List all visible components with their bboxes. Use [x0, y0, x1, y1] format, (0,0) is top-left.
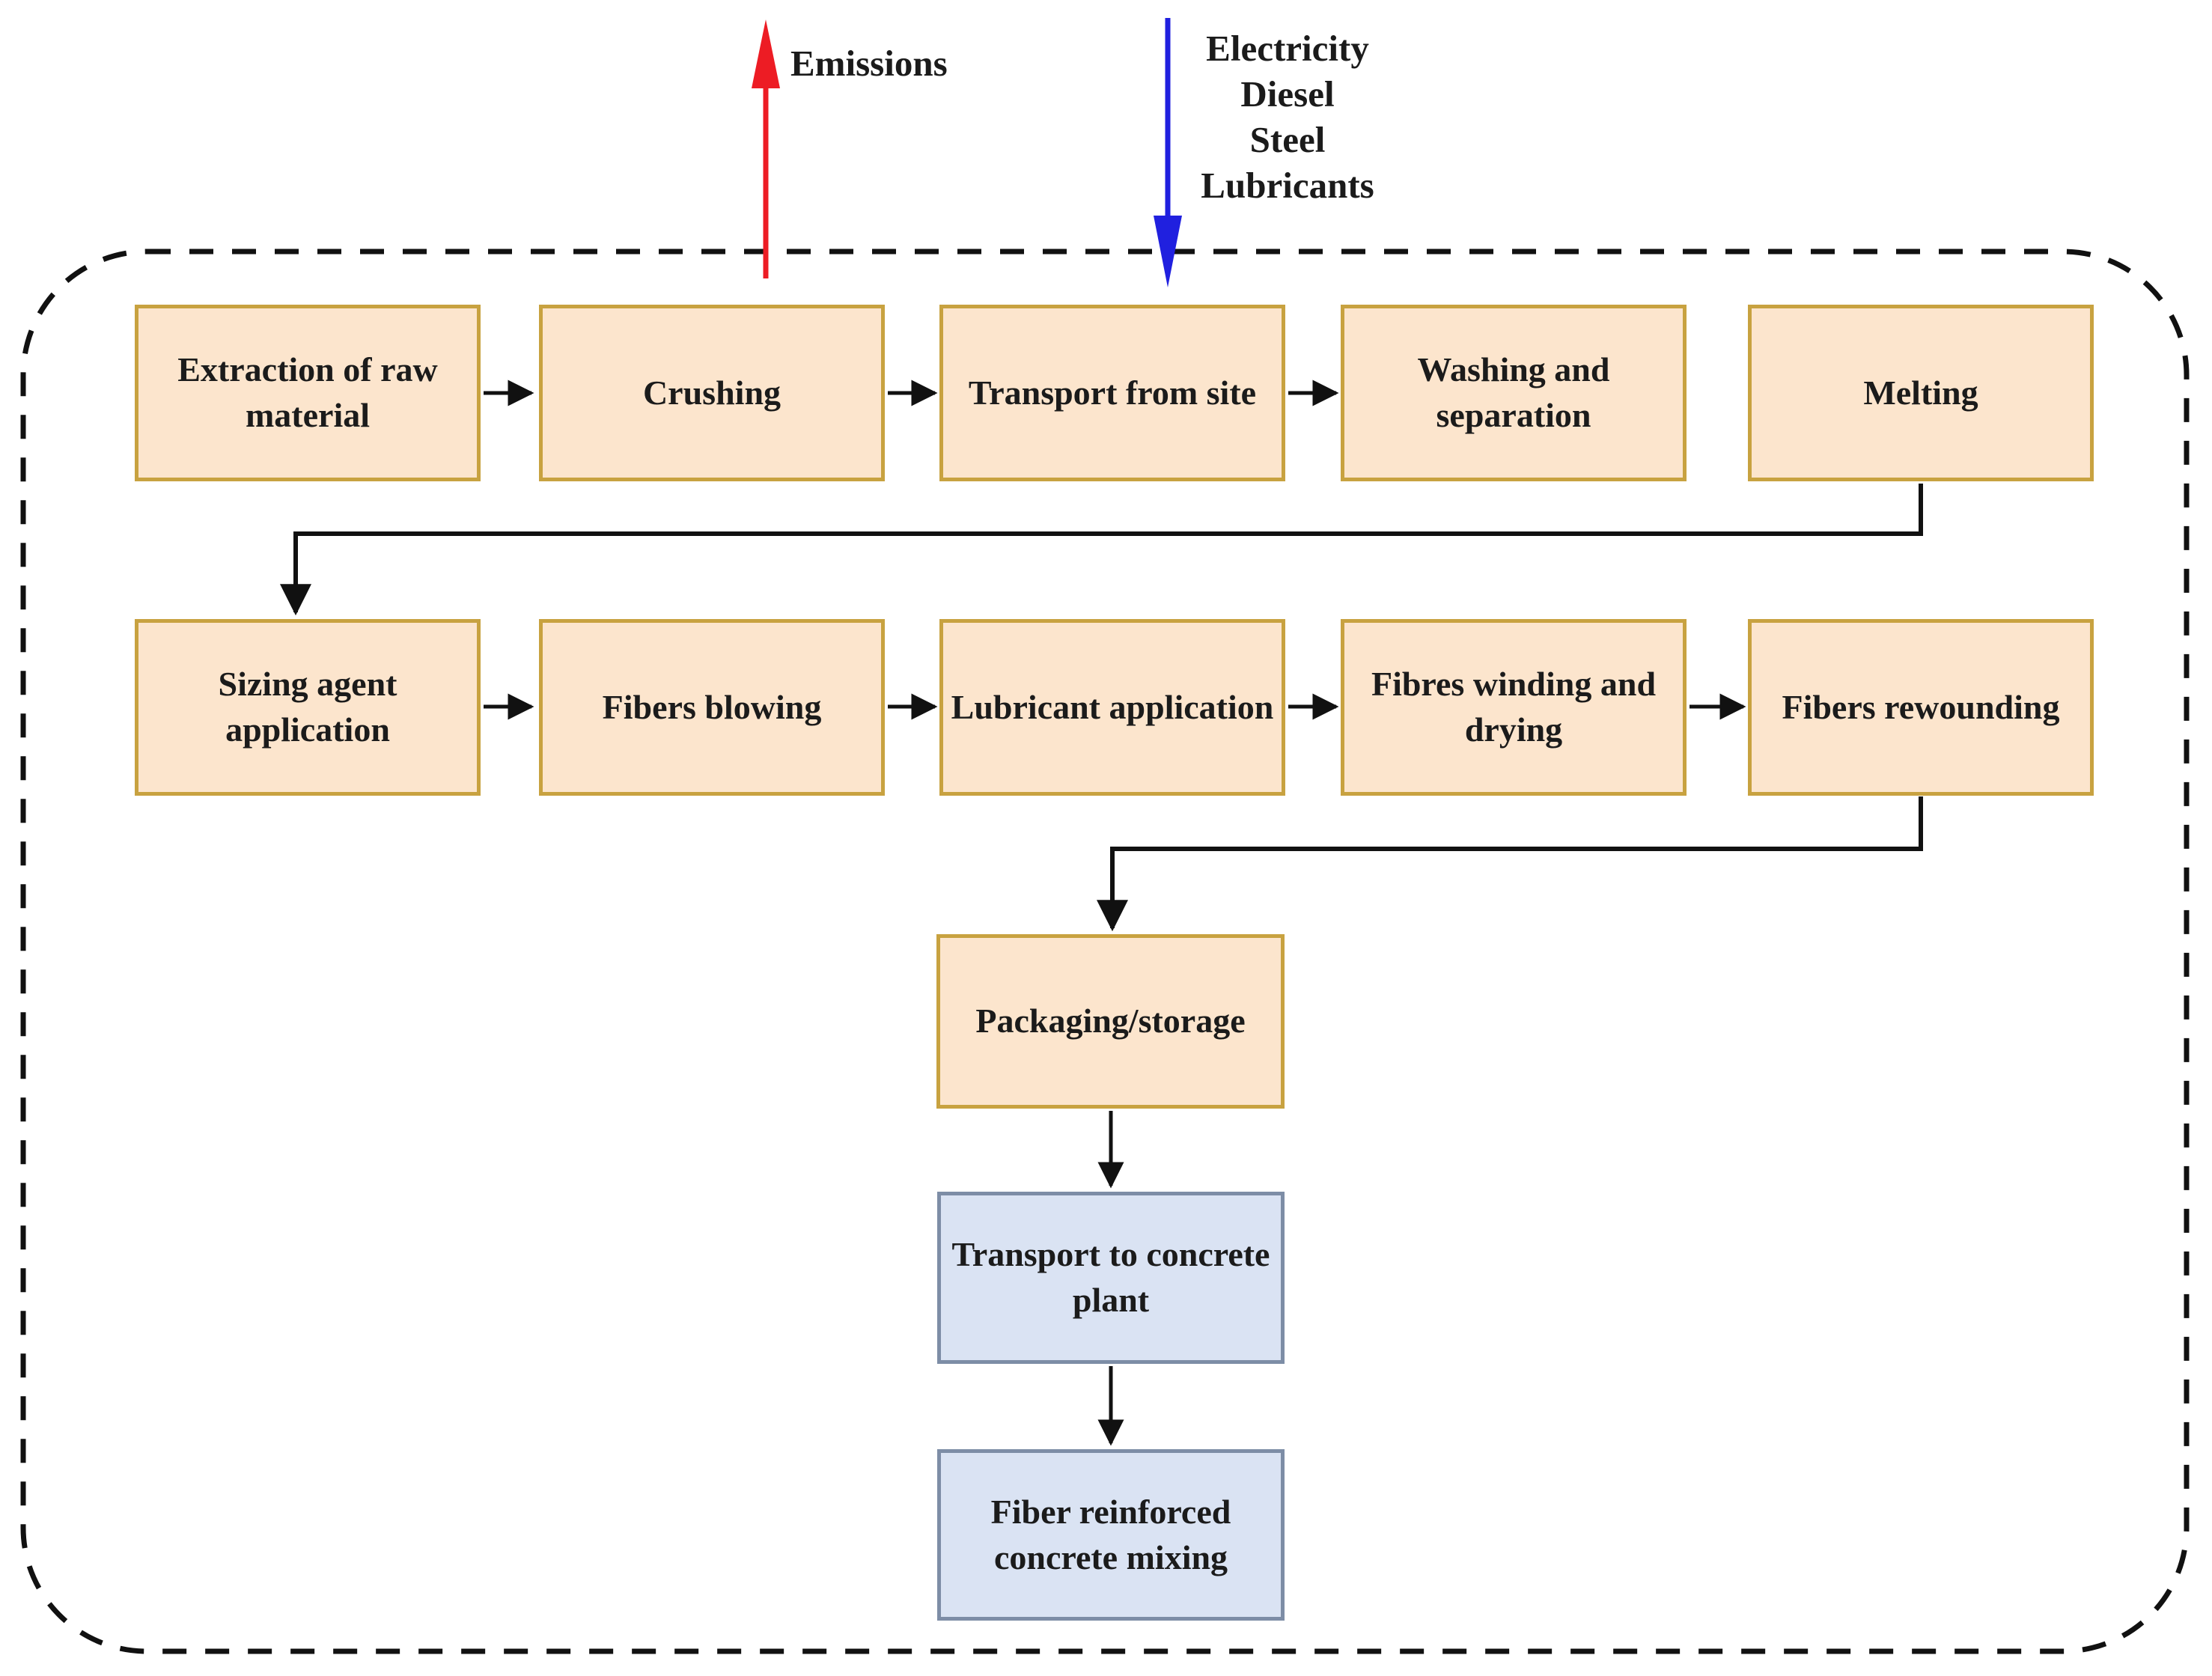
node-label: Lubricant application [951, 687, 1274, 726]
node-fiber-reinforced-concrete-mixing: Fiber reinforced concrete mixing [937, 1449, 1285, 1621]
node-label: Fiber reinforced concrete mixing [990, 1492, 1231, 1576]
input-label-lubricants: Lubricants [1201, 165, 1374, 206]
node-label: Transport to concrete plant [951, 1235, 1270, 1319]
node-label: Fibers blowing [602, 687, 822, 726]
input-label-electricity: Electricity [1206, 28, 1369, 69]
node-label: Washing and separation [1417, 350, 1610, 434]
node-melting: Melting [1748, 305, 2094, 481]
emissions-arrowhead [752, 19, 780, 88]
node-transport-to-concrete-plant: Transport to concrete plant [937, 1192, 1285, 1364]
node-label: Sizing agent application [218, 665, 397, 749]
node-transport-from-site: Transport from site [939, 305, 1285, 481]
node-label: Melting [1863, 373, 1978, 412]
inputs-arrowhead [1154, 216, 1182, 287]
node-label: Fibres winding and drying [1371, 665, 1657, 749]
node-label: Packaging/storage [975, 1002, 1246, 1040]
connector-rewounding-to-packaging [1097, 796, 1923, 932]
node-lubricant-application: Lubricant application [939, 619, 1285, 796]
system-boundary-dashed-border [20, 249, 2190, 1654]
node-label: Extraction of raw material [177, 350, 438, 434]
node-label: Crushing [642, 373, 781, 412]
node-fibers-blowing: Fibers blowing [539, 619, 885, 796]
emissions-label: Emissions [790, 43, 948, 84]
connector-melting-to-sizing [280, 484, 1923, 616]
node-label: Fibers rewounding [1782, 687, 2060, 726]
node-crushing: Crushing [539, 305, 885, 481]
node-label: Transport from site [968, 373, 1257, 412]
node-washing-and-separation: Washing and separation [1341, 305, 1687, 481]
input-label-diesel: Diesel [1240, 73, 1335, 115]
inputs-label-block: Electricity Diesel Steel Lubricants [1183, 25, 1392, 208]
node-packaging-storage: Packaging/storage [936, 934, 1285, 1109]
node-extraction-of-raw-material: Extraction of raw material [135, 305, 481, 481]
node-fibers-rewounding: Fibers rewounding [1748, 619, 2094, 796]
input-label-steel: Steel [1249, 119, 1326, 160]
node-fibres-winding-and-drying: Fibres winding and drying [1341, 619, 1687, 796]
node-sizing-agent-application: Sizing agent application [135, 619, 481, 796]
